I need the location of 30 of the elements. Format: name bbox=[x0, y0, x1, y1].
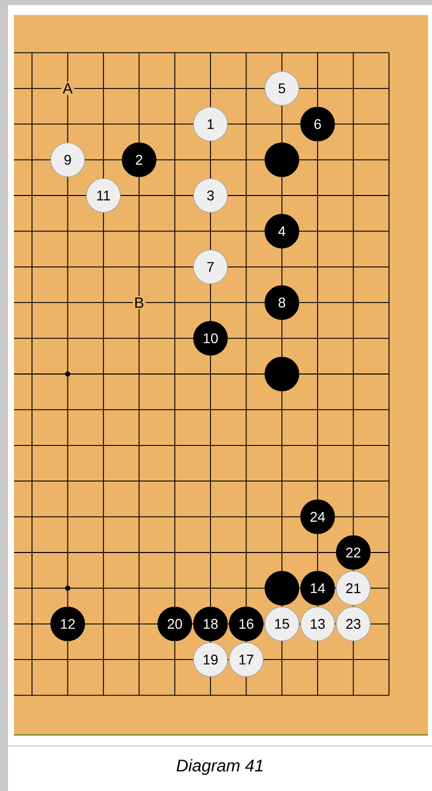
point-label: B bbox=[132, 296, 146, 310]
go-stone: 20 bbox=[158, 606, 192, 642]
go-stone: 13 bbox=[300, 606, 335, 642]
go-stone: 23 bbox=[336, 606, 371, 642]
go-stone: 5 bbox=[264, 71, 300, 106]
go-stone: 22 bbox=[336, 535, 371, 570]
go-stone: 14 bbox=[300, 570, 335, 606]
go-stone: 11 bbox=[86, 178, 121, 213]
go-stone: 4 bbox=[264, 214, 300, 248]
go-stone: 18 bbox=[193, 606, 228, 642]
go-stone: 10 bbox=[193, 321, 228, 356]
go-stone: 19 bbox=[193, 642, 228, 677]
go-stone: 3 bbox=[193, 178, 228, 213]
go-stone: 7 bbox=[193, 250, 228, 284]
go-stone: 16 bbox=[228, 606, 264, 642]
go-stone: 8 bbox=[264, 285, 300, 320]
go-stone: 21 bbox=[336, 570, 371, 606]
go-stone: 6 bbox=[300, 106, 335, 142]
go-stone: 17 bbox=[228, 642, 264, 677]
go-stone: 12 bbox=[50, 606, 85, 642]
go-stone: 24 bbox=[300, 500, 335, 534]
go-stone: 2 bbox=[122, 142, 156, 178]
go-stone: 9 bbox=[50, 142, 85, 178]
go-stone bbox=[264, 356, 300, 392]
go-stone bbox=[264, 570, 300, 606]
point-label: A bbox=[61, 82, 74, 96]
go-stone bbox=[264, 142, 300, 178]
go-stone: 15 bbox=[264, 606, 300, 642]
caption: Diagram 41 bbox=[176, 759, 262, 775]
go-stone: 1 bbox=[193, 106, 228, 142]
